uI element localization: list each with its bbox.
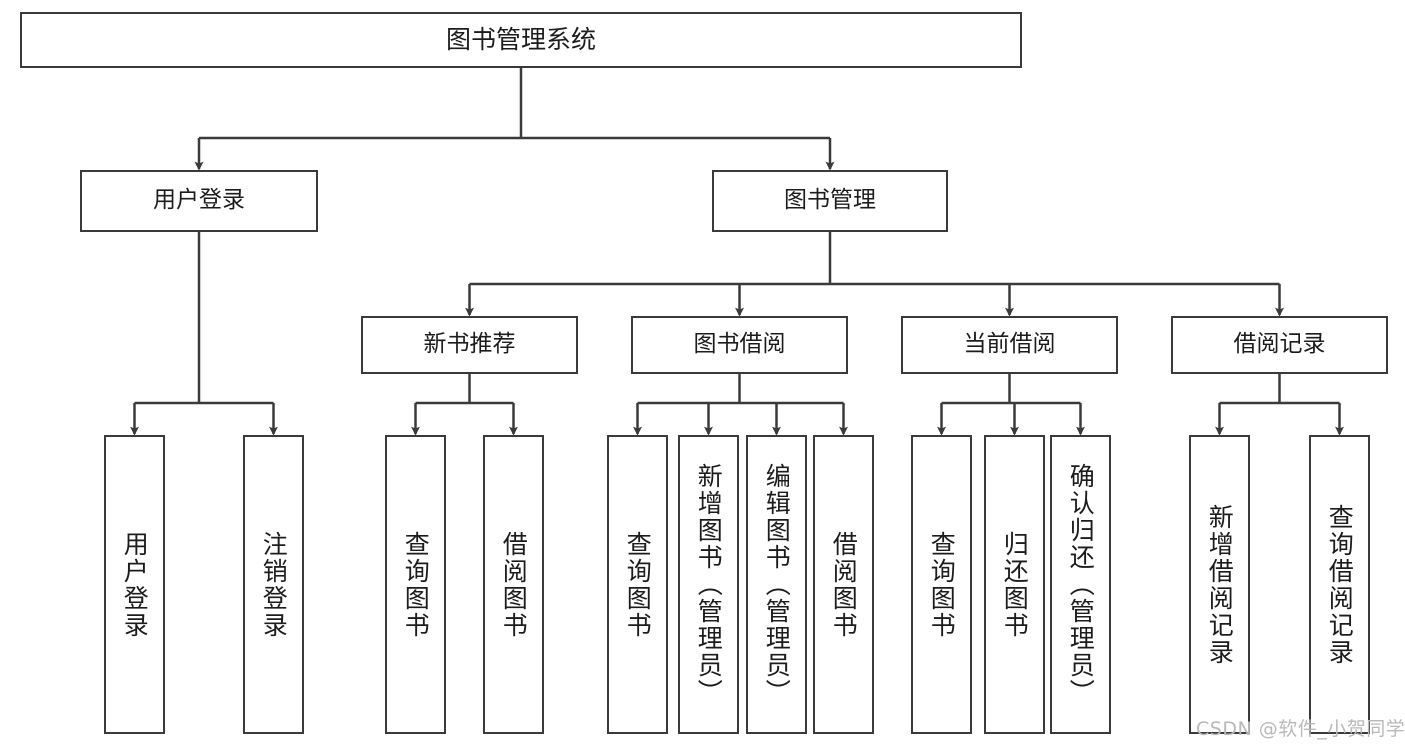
node-label: 注销登录: [259, 530, 289, 639]
node-leaf-cl-return[interactable]: 归还图书: [984, 435, 1045, 734]
node-leaf-rec-borrow[interactable]: 借阅图书: [483, 435, 544, 734]
node-label: 借阅记录: [1233, 331, 1326, 358]
node-label: 查询借阅记录: [1325, 503, 1355, 666]
node-leaf-user-login[interactable]: 用户登录: [104, 435, 165, 734]
node-leaf-lr-add[interactable]: 新增借阅记录: [1189, 435, 1250, 734]
node-leaf-bb-edit[interactable]: 编辑图书（管理员）: [746, 435, 807, 734]
node-label: 新书推荐: [423, 331, 516, 358]
node-label: 归还图书: [1000, 530, 1030, 639]
node-label: 查询图书: [401, 530, 431, 639]
node-user-login[interactable]: 用户登录: [80, 170, 318, 232]
node-label: 借阅图书: [829, 530, 859, 639]
node-leaf-bb-add[interactable]: 新增图书（管理员）: [678, 435, 739, 734]
node-label: 新增图书（管理员）: [694, 463, 724, 706]
node-label: 新增借阅记录: [1205, 503, 1235, 666]
node-label: 图书管理系统: [445, 25, 596, 55]
node-book-borrow[interactable]: 图书借阅: [631, 316, 848, 374]
node-loan-record[interactable]: 借阅记录: [1171, 316, 1388, 374]
node-label: 查询图书: [927, 530, 957, 639]
node-label: 用户登录: [120, 530, 150, 639]
node-leaf-bb-borrow[interactable]: 借阅图书: [813, 435, 874, 734]
node-label: 借阅图书: [499, 530, 529, 639]
node-label: 用户登录: [153, 187, 245, 214]
node-label: 查询图书: [623, 530, 653, 639]
node-book-manage[interactable]: 图书管理: [712, 170, 948, 232]
node-label: 确认归还（管理员）: [1066, 463, 1096, 706]
node-leaf-rec-query[interactable]: 查询图书: [385, 435, 446, 734]
node-leaf-cl-confirm[interactable]: 确认归还（管理员）: [1050, 435, 1111, 734]
node-current-loan[interactable]: 当前借阅: [901, 316, 1118, 374]
node-label: 编辑图书（管理员）: [762, 463, 792, 706]
node-label: 图书管理: [784, 187, 876, 214]
node-label: 当前借阅: [963, 331, 1056, 358]
node-leaf-lr-query[interactable]: 查询借阅记录: [1309, 435, 1370, 734]
node-root[interactable]: 图书管理系统: [20, 12, 1022, 68]
node-leaf-cl-query[interactable]: 查询图书: [911, 435, 972, 734]
node-leaf-bb-query[interactable]: 查询图书: [607, 435, 668, 734]
node-new-book-rec[interactable]: 新书推荐: [361, 316, 578, 374]
node-leaf-user-logout[interactable]: 注销登录: [243, 435, 304, 734]
node-label: 图书借阅: [693, 331, 786, 358]
